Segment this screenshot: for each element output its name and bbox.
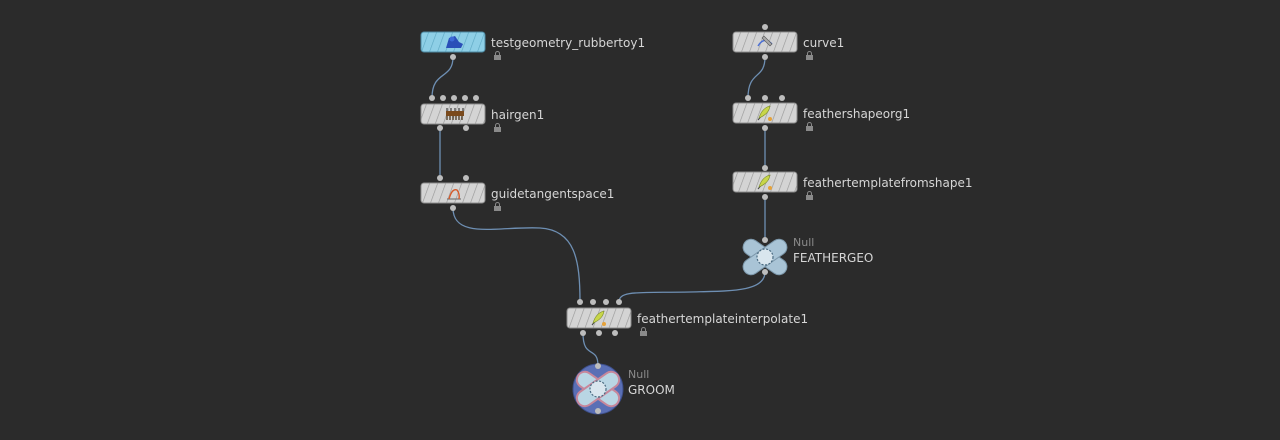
node-label: feathertemplatefromshape1 (803, 176, 973, 190)
input-connector[interactable] (473, 95, 479, 101)
wire-guidetangent-to-interpolate[interactable] (452, 207, 581, 303)
output-connector[interactable] (762, 194, 768, 200)
output-connector[interactable] (596, 330, 602, 336)
input-connector[interactable] (762, 95, 768, 101)
output-connector[interactable] (580, 330, 586, 336)
output-connector[interactable] (463, 125, 469, 131)
node-guidetangentspace1[interactable]: guidetangentspace1 (420, 175, 614, 212)
input-connector[interactable] (440, 95, 446, 101)
curve-pen-icon (757, 35, 773, 47)
wire-feathergeo-to-interpolate[interactable] (618, 271, 766, 303)
lock-icon[interactable] (806, 191, 813, 201)
tangent-space-icon (447, 189, 461, 200)
output-connector[interactable] (612, 330, 618, 336)
lock-icon[interactable] (806, 51, 813, 61)
wires (431, 56, 766, 367)
lock-icon[interactable] (494, 123, 501, 133)
input-connector[interactable] (779, 95, 785, 101)
node-feathershapeorg1[interactable]: feathershapeorg1 (732, 95, 910, 132)
input-connector[interactable] (762, 237, 768, 243)
input-connector[interactable] (616, 299, 622, 305)
input-connector[interactable] (451, 95, 457, 101)
feather-icon (591, 310, 606, 326)
feather-icon (757, 105, 772, 121)
node-label: feathershapeorg1 (803, 107, 910, 121)
null-node-icon (572, 363, 624, 415)
node-type-label: Null (628, 368, 649, 381)
node-label: curve1 (803, 36, 844, 50)
lock-icon[interactable] (494, 51, 501, 61)
hair-comb-icon (446, 108, 464, 120)
rubbertoy-icon (446, 36, 463, 48)
input-connector[interactable] (595, 363, 601, 369)
output-connector[interactable] (437, 125, 443, 131)
wire-curve-to-feathershapeorg[interactable] (747, 56, 766, 99)
node-label: GROOM (628, 383, 675, 397)
output-connector[interactable] (762, 125, 768, 131)
input-connector[interactable] (762, 165, 768, 171)
output-connector[interactable] (762, 54, 768, 60)
lock-icon[interactable] (806, 122, 813, 132)
wire-interpolate-to-groom[interactable] (582, 332, 599, 367)
input-connector[interactable] (745, 95, 751, 101)
input-connector[interactable] (762, 24, 768, 30)
input-connector[interactable] (463, 175, 469, 181)
input-connector[interactable] (603, 299, 609, 305)
input-connector[interactable] (429, 95, 435, 101)
node-feathertemplateinterpolate1[interactable]: feathertemplateinterpolate1 (566, 299, 808, 337)
node-label: feathertemplateinterpolate1 (637, 312, 808, 326)
input-connector[interactable] (437, 175, 443, 181)
node-curve1[interactable]: curve1 (732, 24, 844, 61)
node-label: FEATHERGEO (793, 251, 873, 265)
wire-rubbertoy-to-hairgen[interactable] (431, 56, 454, 99)
input-connector[interactable] (462, 95, 468, 101)
node-label: testgeometry_rubbertoy1 (491, 36, 645, 50)
feather-icon (757, 174, 772, 190)
node-hairgen1[interactable]: hairgen1 (420, 95, 544, 133)
node-label: hairgen1 (491, 108, 544, 122)
lock-icon[interactable] (640, 327, 647, 337)
output-connector[interactable] (762, 269, 768, 275)
lock-icon[interactable] (494, 202, 501, 212)
node-type-label: Null (793, 236, 814, 249)
null-node-icon (742, 238, 788, 276)
output-connector[interactable] (595, 408, 601, 414)
input-connector[interactable] (590, 299, 596, 305)
output-connector[interactable] (450, 205, 456, 211)
node-label: guidetangentspace1 (491, 187, 614, 201)
node-groom[interactable]: Null GROOM (572, 363, 675, 415)
output-connector[interactable] (450, 54, 456, 60)
node-feathergeo[interactable]: Null FEATHERGEO (740, 236, 873, 278)
input-connector[interactable] (577, 299, 583, 305)
node-feathertemplatefromshape1[interactable]: feathertemplatefromshape1 (732, 165, 973, 201)
node-testgeometry-rubbertoy1[interactable]: testgeometry_rubbertoy1 (420, 31, 645, 61)
